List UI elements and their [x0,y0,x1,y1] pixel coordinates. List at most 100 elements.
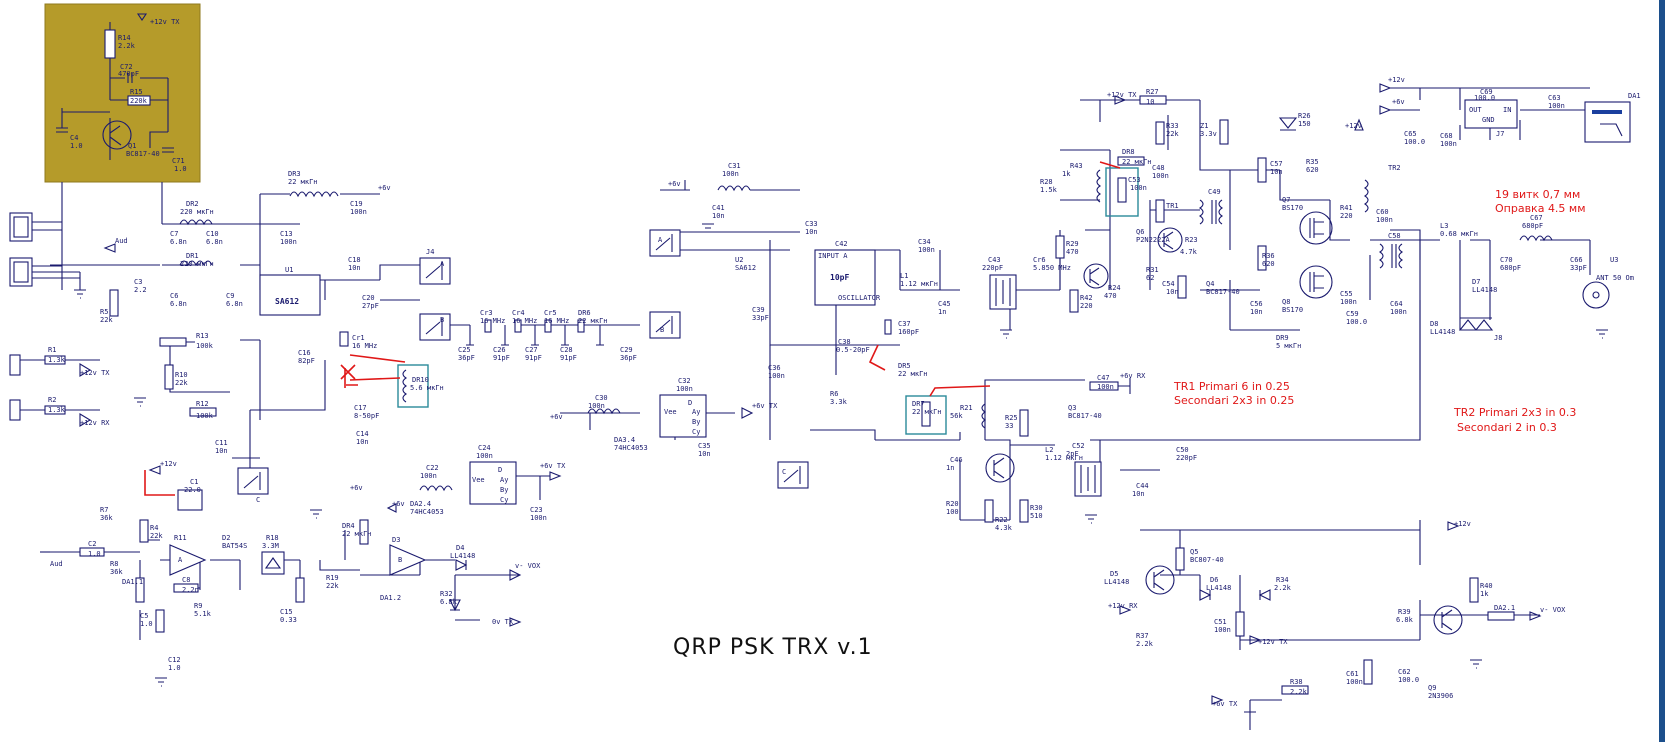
note-tr1-primary: TR1 Primari 6 in 0.25 [1173,380,1290,393]
value-cr4: 16 MHz [544,317,569,325]
label-c33: U2 [735,256,743,264]
label-cr4: Cr5 [544,309,557,317]
value-c63: 100.0 [1404,138,1425,146]
label-d4: R32 [440,590,453,598]
label-da1-2: D3 [392,536,400,544]
label-c65: C68 [1440,132,1453,140]
label-c6: C6 [170,292,178,300]
value-r5: 22k [100,316,113,324]
value-dr4: 100n [420,472,437,480]
net-p6v-dr6: +6v [668,180,681,188]
pin-da1-2: B [398,556,402,564]
value-r2: 1.3k [48,406,66,414]
q1-block: +12v TX R14 2.2k C72 470pF R15 220k C4 1… [44,3,201,183]
label-r35: Q7 [1282,196,1290,204]
pin-da2-4-cy: Cy [500,496,508,504]
label-c44: R20 [946,500,959,508]
label-q6: R23 [1185,236,1198,244]
value-r9: 1.0 [140,620,153,628]
value-c33: SA612 [735,264,756,272]
value-d2: 3.3M [262,542,279,550]
pin-da2-4-d: D [498,466,502,474]
value-c38: 22 мкГн [898,370,928,378]
value-r18: 0.33 [280,616,297,624]
value-r7: 22k [150,532,163,540]
label-cr3: Cr4 [512,309,525,317]
ground-symbols [74,223,1608,687]
label-r31: C54 [1162,280,1175,288]
value-c22: 74HC4053 [410,508,444,516]
value-r36: BS170 [1282,306,1303,314]
label-dr1: DR1 [186,252,199,260]
u1-section: DR3 22 мкГн +6v C19 100n DR2 220 мкГн C7… [134,170,451,455]
pin-da3-3: C [782,468,786,476]
label-r10: R10 [175,371,188,379]
label-c38: DR5 [898,362,911,370]
label-r28: TR1 [1166,202,1179,210]
regulator-section: +12v +6v C69 100.0 OUT IN GND C63 100n C… [1379,76,1641,148]
net-p12rx-vox: +12v RX [1108,602,1138,610]
label-c51: R37 [1136,632,1149,640]
label-c56: DR9 [1276,334,1289,342]
value-c55: 10n [1250,308,1263,316]
label-da3-4: C32 [678,377,691,385]
label-c41: C33 [805,220,818,228]
output-filter: L3 0.68 мкГн C67 680pF C70 680pF C66 33p… [1430,214,1634,342]
value-u3: 100.0 [1474,94,1495,102]
label-c20: C20 [362,294,375,302]
pin-u2-ina: INPUT A [818,252,848,260]
label-c30: DA3.4 [614,436,635,444]
label-da2-4: C24 [478,444,491,452]
label-r36: Q8 [1282,298,1290,306]
value-q8: 100n [1340,298,1357,306]
pin-da2-4-by: By [500,486,508,494]
value-c8: 5.1k [194,610,212,618]
value-c13: 100n [280,238,297,246]
label-c26: C26 [493,346,506,354]
pin-u3-in: IN [1503,106,1511,114]
label-c69: C63 [1548,94,1561,102]
label-c49: Q6 [1136,228,1144,236]
value-c50: 10n [1132,490,1145,498]
label-c58: C59 [1346,310,1359,318]
label-r12: R12 [196,400,209,408]
net-ant: ANT 50 Om [1596,274,1634,282]
label-cr5: DR6 [578,309,591,317]
label-c60: TR2 [1388,164,1401,172]
net-p6tx-da2-4: +6v TX [540,462,566,470]
net-p12v-vox: +12v [1454,520,1471,528]
label-q9: R39 [1398,608,1411,616]
label-j8: U3 [1610,256,1618,264]
window-edge-bar [1659,0,1665,742]
label-c52: C50 [1176,446,1189,454]
label-dr2: DR2 [186,200,199,208]
label-l1: C43 [988,256,1001,264]
value-c59: 100n [1390,308,1407,316]
value-c65: 100n [1440,140,1457,148]
pin-da2-4-vee: Vee [472,476,485,484]
label-c63: C65 [1404,130,1417,138]
value-d4: 6.8k [440,598,458,606]
note-tr1-secondary: Secondari 2x3 in 0.25 [1174,394,1294,407]
value-r20: 4.3k [995,524,1013,532]
value-c57: 620 [1306,166,1319,174]
value-d5: LL4148 [1206,584,1231,592]
value-c30: 74HC4053 [614,444,648,452]
value-u2: 10pF [830,273,849,282]
value-c1: 36k [100,514,113,522]
pin-da3-4-ay: Ay [692,408,700,416]
value-q6: 4.7k [1180,248,1198,256]
label-cr2: Cr3 [480,309,493,317]
label-c13: C13 [280,230,293,238]
value-l2: 2pF [1066,450,1079,458]
label-r1: R1 [48,346,56,354]
value-c48: 1.5k [1040,186,1058,194]
value-d3: LL4148 [450,552,475,560]
label-r24: R42 [1080,294,1093,302]
label-c5: C12 [168,656,181,664]
value-dr3: 22 мкГн [288,178,318,186]
net-p6v-dr4: +6v [350,484,363,492]
label-q8: C55 [1340,290,1353,298]
value-c11: 10n [215,447,228,455]
pin-da3-4-by: By [692,418,700,426]
